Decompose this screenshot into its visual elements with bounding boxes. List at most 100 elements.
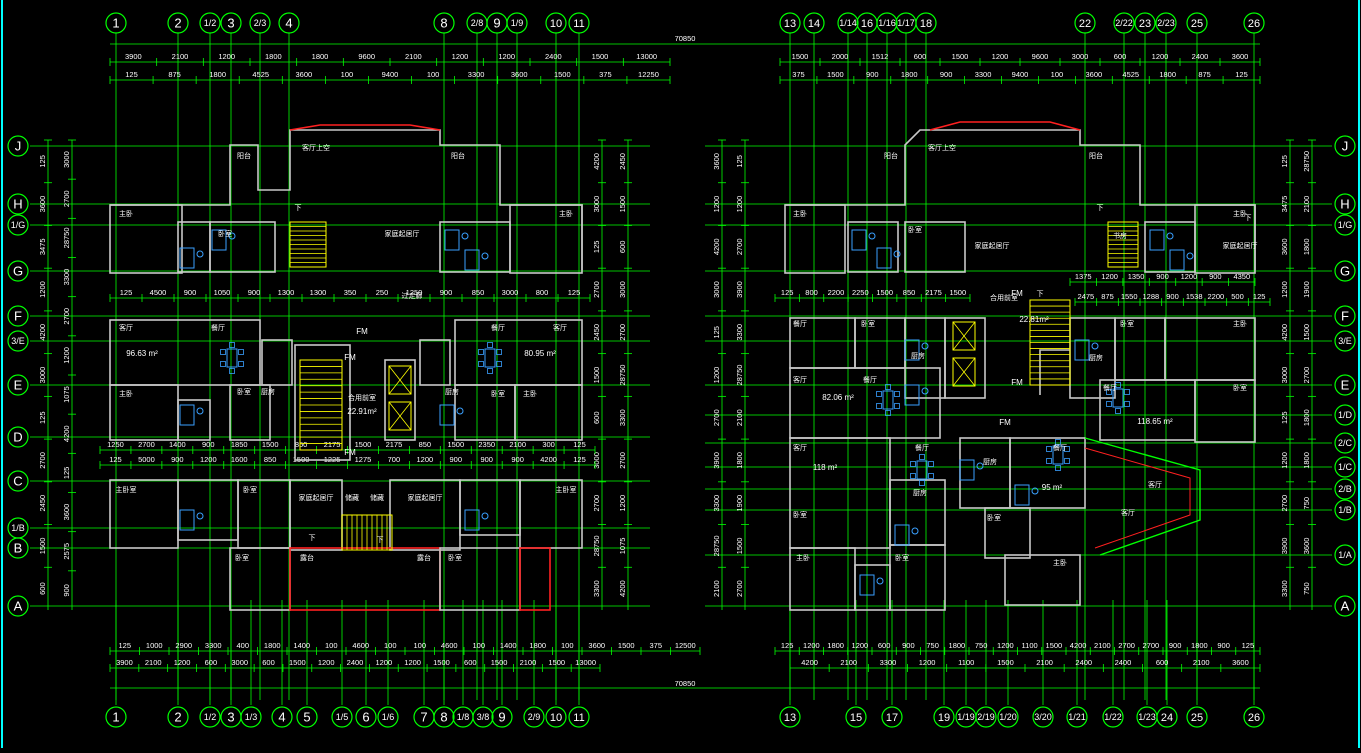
axis-bottom-26-label: 1/21 — [1068, 712, 1086, 722]
bottom-dim-row1-left-value: 1800 — [264, 641, 281, 650]
inner-dim-left-3-value: 900 — [511, 455, 524, 464]
room-void-left: 客厅上空 — [302, 143, 330, 152]
left-lift-core — [384, 359, 416, 441]
r-master-bedroom-2 — [1194, 204, 1256, 274]
mid-dim-col-right-value: 3000 — [712, 281, 721, 298]
room-dining-rd: 餐厅 — [1053, 443, 1067, 452]
left-dim-col1-value: 3600 — [38, 196, 47, 213]
room-living-rd: 客厅 — [1148, 480, 1162, 489]
table-r-b-chair — [1115, 408, 1121, 414]
inner-dim-right-3-value: 1500 — [949, 288, 966, 297]
bottom-dim-row1-left-value: 375 — [649, 641, 662, 650]
inner-dim-left-2-value: 125 — [573, 440, 586, 449]
top-dim-row1-left-value: 13000 — [636, 52, 657, 61]
axis-bottom-17-circle — [568, 706, 590, 728]
room-master-rc: 主卧 — [1233, 319, 1247, 328]
room-master-right-2: 主卧 — [523, 389, 537, 398]
right-bay-arc — [929, 121, 1081, 131]
axis-bottom-16-circle — [545, 706, 567, 728]
inner-dim-left-1-value: 900 — [440, 288, 453, 297]
bottom-dim-row1-left-value: 4600 — [441, 641, 458, 650]
axis-top-21-label: 23 — [1139, 18, 1151, 30]
fixture-12-tub — [904, 339, 920, 361]
fixture-17-sink — [1031, 487, 1039, 495]
left-dim-col2-value: 2575 — [62, 543, 71, 560]
axis-right-10-circle — [1334, 478, 1356, 500]
axis-left-3-circle — [7, 260, 29, 282]
inner-dim-left-1-value: 350 — [344, 288, 357, 297]
mid-dim-col-right2-value: 1500 — [735, 538, 744, 555]
axis-right-9-circle — [1334, 456, 1356, 478]
table-r-d-top — [1052, 445, 1064, 465]
axis-top-17-label: 1/17 — [897, 18, 915, 28]
top-dim-row1-left-value: 1200 — [218, 52, 235, 61]
inner-dim-right-2-value: 900 — [1166, 292, 1179, 301]
bottom-dim-row1-right-value: 1800 — [827, 641, 844, 650]
top-dim-row1-right-value: 1500 — [792, 52, 809, 61]
bottom-dim-row1-right-value: 900 — [902, 641, 915, 650]
axis-bottom-15-circle — [523, 706, 545, 728]
axis-left-2-label: 1/G — [11, 220, 26, 230]
annotations: 阳台客厅上空阳台主卧卧室家庭起居厅过走廊主卧客厅餐厅厨房卧室主卧餐厅客厅厨房卧室… — [116, 143, 1258, 567]
left-kitchen — [261, 339, 293, 386]
inner-dim-left-1-value: 800 — [536, 288, 549, 297]
axis-bottom-22-label: 1/19 — [957, 712, 975, 722]
mid-dim-col-left-value: 3300 — [592, 580, 601, 597]
inner-dim-right-3-value: 2200 — [828, 288, 845, 297]
room-family-r2: 家庭起居厅 — [1223, 241, 1258, 250]
inner-dim-left-2-value: 1850 — [231, 440, 248, 449]
axis-top-11-circle — [568, 12, 590, 34]
mid-dim-col-left2-value: 1075 — [618, 538, 627, 555]
top-dim-row2-left-value: 3300 — [468, 70, 485, 79]
axis-right-7-circle — [1334, 404, 1356, 426]
room-bedroom-right-4: 卧室 — [448, 553, 462, 562]
fixture-14-tub — [1074, 339, 1090, 361]
bottom-dim-row2-right-value: 2100 — [1193, 658, 1210, 667]
top-dim-row1-right-value: 1512 — [872, 52, 889, 61]
inner-dim-left-2-value: 2700 — [138, 440, 155, 449]
bottom-dim-row1-right-value: 125 — [1242, 641, 1255, 650]
inner-dim-left-2-value: 2175 — [324, 440, 341, 449]
axis-right-0-circle — [1334, 135, 1356, 157]
area-unit-a: 96.63 m² — [126, 349, 158, 358]
mid-dim-col-right2-value: 125 — [735, 155, 744, 168]
top-dim-row1-left-value: 2400 — [545, 52, 562, 61]
inner-dim-right-1-value: 900 — [1156, 272, 1169, 281]
axis-top-23-label: 25 — [1191, 18, 1203, 30]
room-living-ra: 客厅 — [793, 375, 807, 384]
lift-left-2-box — [388, 401, 412, 431]
axis-bottom-7-label: 1/5 — [336, 712, 349, 722]
room-bedroom-left-2: 卧室 — [237, 387, 251, 396]
top-dim-row2-right-value: 1500 — [827, 70, 844, 79]
table-r-a-chair — [885, 410, 891, 416]
inner-dim-right-3-value: 2175 — [925, 288, 942, 297]
table-r-c-chair — [919, 480, 925, 486]
fixture-18-tub — [859, 574, 875, 596]
fixture-1-tub — [211, 229, 227, 251]
bottom-dim-row1-right-value: 1100 — [1022, 641, 1038, 650]
axis-bottom-30-label: 25 — [1191, 712, 1203, 724]
table-r-c-chair — [910, 461, 916, 467]
axis-right-9-label: 1/C — [1338, 462, 1353, 472]
top-dim-row2-right-value: 900 — [866, 70, 879, 79]
area-unit-f: 95 m² — [1042, 483, 1063, 492]
inner-dim-right-1-value: 900 — [1209, 272, 1222, 281]
top-dim-row2-right-value: 1800 — [1159, 70, 1176, 79]
left-dim-col2-value: 1075 — [62, 386, 71, 403]
fixture-14-sink — [1091, 342, 1099, 350]
axis-top-15-label: 16 — [861, 18, 873, 30]
right-dim-col1-value: 1200 — [1280, 281, 1289, 298]
left-dim-col2-value: 28750 — [62, 227, 71, 248]
table-r-c-chair — [910, 473, 916, 479]
fm-label-2: FM — [344, 448, 356, 457]
axis-bottom-31-label: 26 — [1248, 712, 1260, 724]
axis-top-5-circle — [278, 12, 300, 34]
room-master-left: 主卧 — [119, 209, 133, 218]
right-dim-col1-value: 125 — [1280, 155, 1289, 168]
top-dim-row1-right-value: 9600 — [1032, 52, 1049, 61]
axis-top-1-label: 2 — [174, 16, 181, 31]
fixture-5-sink — [893, 250, 901, 258]
room-bedroom-rh: 卧室 — [895, 553, 909, 562]
inner-dim-left-1-value: 1300 — [278, 288, 295, 297]
axis-bottom-21-circle — [933, 706, 955, 728]
